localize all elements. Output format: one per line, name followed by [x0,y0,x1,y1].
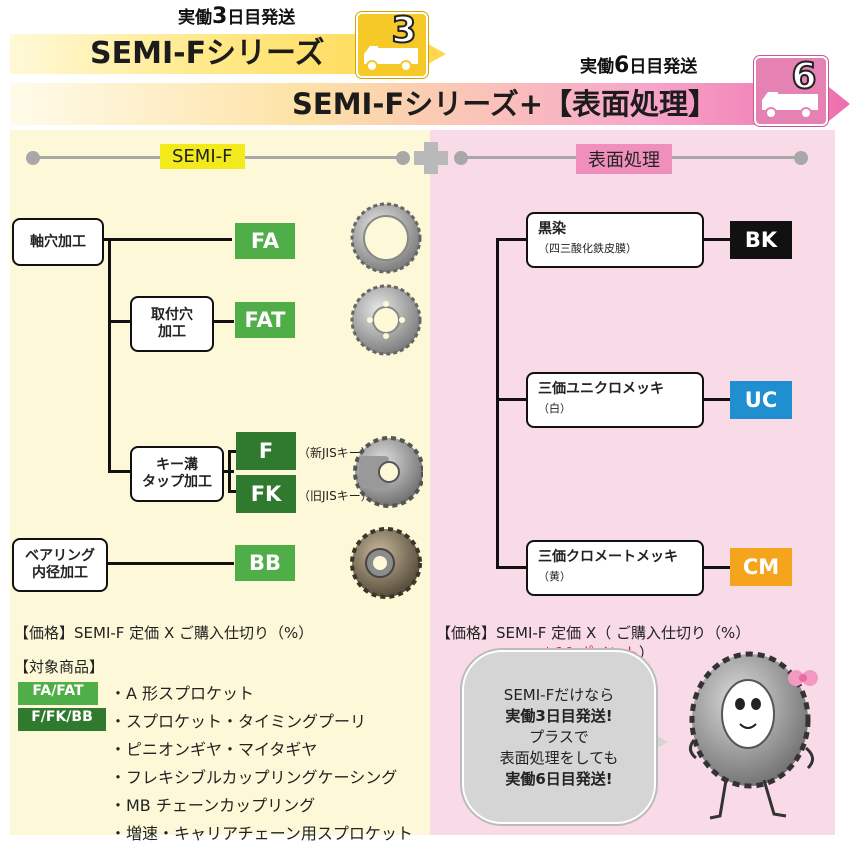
truck-icon: 3 [356,9,428,78]
tree-line [106,562,234,565]
tree-line [496,566,526,569]
code-bk: BK [730,221,792,259]
tree-line [108,470,130,473]
price-right: 【価格】SEMI-F 定価 X（ ご購入仕切り（%） [436,624,751,642]
banner-semif-title: SEMI-Fシリーズ [90,36,325,71]
node-keyway: キー溝 タップ加工 [130,446,224,502]
code-uc: UC [730,381,792,419]
products-heading: 【対象商品】 [14,658,105,676]
bubble-line: プラスで [529,727,589,746]
tree-line [102,238,232,241]
bubble-line: 実働6日目発送! [505,769,613,788]
product-item: ・スプロケット・タイミングプーリ [110,712,367,731]
tree-line [108,238,111,472]
tree-line [228,490,236,493]
bubble-line: 表面処理をしても [499,748,619,767]
tag-fa-fat: FA/FAT [18,682,98,705]
sprocket-image-keyway [353,436,423,508]
tree-line [704,238,730,241]
tree-line [496,238,499,568]
ship-label-3day: 実働3日目発送 [178,4,296,29]
node-chromate: 三価クロメートメッキ （黄） [526,540,704,596]
banner-semif-surface [10,83,850,125]
tree-line [228,450,231,492]
code-fk: FK [236,475,296,513]
header-dot [454,151,468,165]
product-item: ・フレキシブルカップリングケーシング [110,768,398,787]
sprocket-mascot [689,651,818,820]
header-dot [26,151,40,165]
tree-line [704,398,730,401]
code-cm: CM [730,548,792,586]
code-bb: BB [235,545,295,581]
product-item: ・増速・キャリアチェーン用スプロケット [110,824,413,843]
sprocket-image-fa [350,202,422,274]
code-fat: FAT [235,302,295,338]
tag-f-fk-bb: F/FK/BB [18,708,106,731]
node-bearing: ベアリング 内径加工 [12,538,108,592]
note-new-jis: （新JISキー） [298,446,373,460]
tree-line [108,320,130,323]
header-dot [396,151,410,165]
node-shaft-hole: 軸穴加工 [12,218,104,266]
banner-surface-title: SEMI-Fシリーズ+【表面処理】 [292,87,718,121]
tree-line [704,566,730,569]
node-uniclo: 三価ユニクロメッキ （白） [526,372,704,428]
sprocket-image-bb [350,527,422,599]
sprocket-image-fat [350,284,422,356]
speech-bubble: SEMI-Fだけなら 実働3日目発送! プラスで 表面処理をしても 実働6日目発… [462,650,656,824]
ship-label-6day: 実働6日目発送 [580,53,698,78]
surface-header: 表面処理 [576,144,672,174]
node-black-oxide: 黒染 （四三酸化鉄皮膜） [526,212,704,268]
truck-icon: 6 [754,55,828,126]
product-item: ・A 形スプロケット [110,684,255,703]
bubble-line: 実働3日目発送! [505,706,613,725]
header-dot [794,151,808,165]
code-fa: FA [235,223,295,259]
bubble-line: SEMI-Fだけなら [503,685,615,704]
node-mount-hole: 取付穴 加工 [130,296,214,352]
product-item: ・ピニオンギヤ・マイタギヤ [110,740,318,759]
tree-line [212,320,234,323]
note-old-jis: （旧JISキー） [298,489,373,503]
tree-line [228,450,236,453]
tree-line [496,398,526,401]
tree-line [496,238,526,241]
code-f: F [236,432,296,470]
product-item: ・MB チェーンカップリング [110,796,316,815]
points-close: ） [638,644,654,662]
price-left: 【価格】SEMI-F 定価 X ご購入仕切り（%） [14,624,314,642]
semif-header: SEMI-F [160,144,245,169]
